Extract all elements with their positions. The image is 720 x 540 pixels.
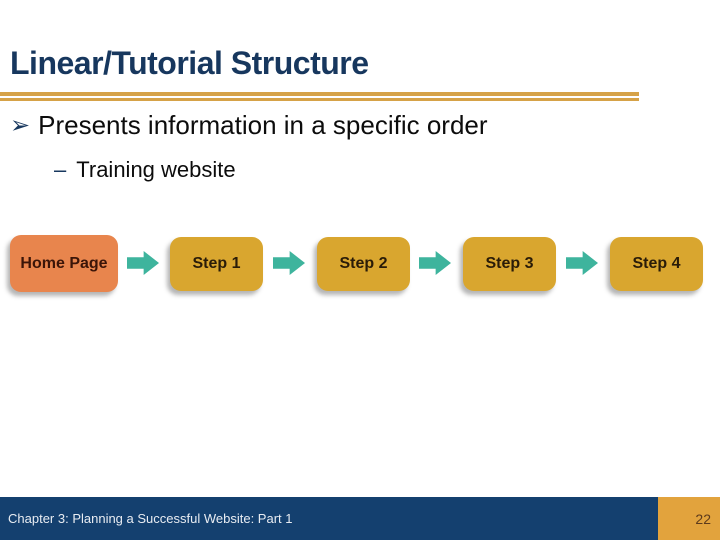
- sub-bullet-item: – Training website: [54, 157, 236, 183]
- footer-text: Chapter 3: Planning a Successful Website…: [8, 511, 293, 526]
- flowchart-node-home-page: Home Page: [10, 235, 118, 292]
- slide-title: Linear/Tutorial Structure: [10, 45, 369, 82]
- node-label: Home Page: [20, 254, 108, 272]
- flowchart-node-step-2: Step 2: [317, 237, 410, 291]
- footer-bar: Chapter 3: Planning a Successful Website…: [0, 497, 658, 540]
- arrow-right-icon: [419, 251, 451, 275]
- arrow-right-icon: [566, 251, 598, 275]
- node-label: Step 3: [485, 255, 534, 272]
- separator-thin-line: [0, 98, 639, 101]
- arrow-right-icon: [127, 251, 159, 275]
- flowchart-node-step-4: Step 4: [610, 237, 703, 291]
- page-number-block: 22: [658, 497, 720, 540]
- node-label: Step 4: [632, 255, 681, 272]
- flowchart-node-step-1: Step 1: [170, 237, 263, 291]
- node-label: Step 1: [192, 255, 241, 272]
- bullet-item: ➢ Presents information in a specific ord…: [10, 110, 488, 141]
- arrow-right-icon: [273, 251, 305, 275]
- node-label: Step 2: [339, 255, 388, 272]
- page-number: 22: [695, 510, 711, 527]
- dash-bullet-icon: –: [54, 157, 67, 182]
- bullet-text: Presents information in a specific order: [38, 110, 488, 140]
- flowchart-node-step-3: Step 3: [463, 237, 556, 291]
- sub-bullet-text: Training website: [76, 157, 236, 182]
- arrow-bullet-icon: ➢: [10, 112, 31, 139]
- separator-thick-line: [0, 92, 639, 96]
- title-separator: [0, 92, 639, 101]
